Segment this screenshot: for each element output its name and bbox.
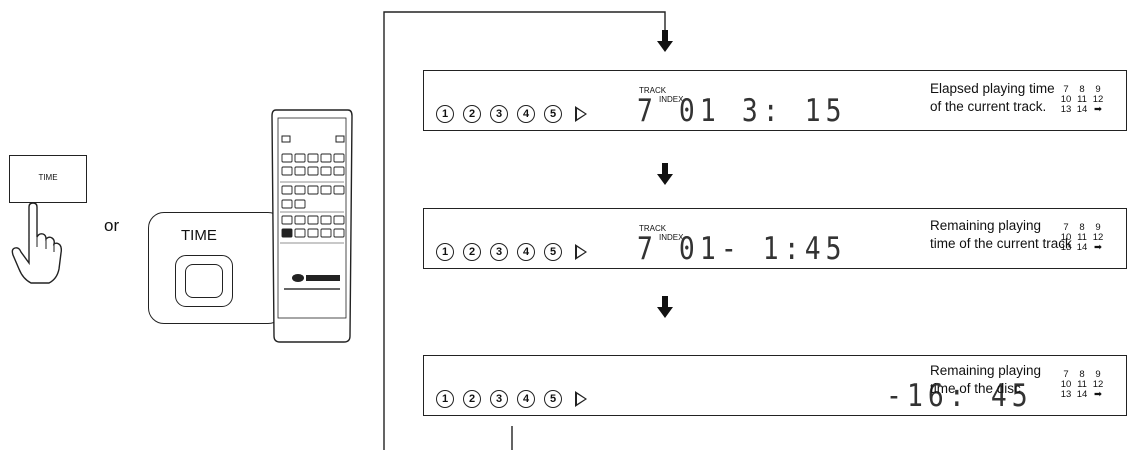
track-num: 13 (1060, 389, 1072, 400)
disc-5-indicator: 5 (544, 243, 562, 261)
track-num: 9 (1095, 369, 1101, 380)
description-line: Remaining playing (930, 363, 1042, 378)
next-arrow-icon: ➡ (1094, 104, 1102, 115)
down-arrow-icon (657, 30, 673, 52)
track-num: 14 (1076, 389, 1088, 400)
time-key[interactable]: TIME (9, 155, 87, 203)
description-track-remaining: Remaining playing time of the current tra… (930, 217, 1072, 253)
time-button-callout: TIME (148, 212, 284, 324)
time-readout: 7 01 3: 15 (637, 93, 847, 129)
description-line: of the current track. (930, 99, 1047, 114)
disc-2-indicator: 2 (463, 243, 481, 261)
disc-1-indicator: 1 (436, 390, 454, 408)
disc-1-indicator: 1 (436, 105, 454, 123)
time-readout: -16: 45 (886, 378, 1033, 414)
next-arrow-icon: ➡ (1094, 389, 1102, 400)
track-num: 11 (1077, 94, 1087, 105)
disc-4-indicator: 4 (517, 243, 535, 261)
disc-3-indicator: 3 (490, 105, 508, 123)
disc-3-indicator: 3 (490, 390, 508, 408)
description-elapsed: Elapsed playing time of the current track… (930, 80, 1055, 116)
time-key-label: TIME (38, 173, 58, 182)
disc-4-indicator: 4 (517, 105, 535, 123)
disc-4-indicator: 4 (517, 390, 535, 408)
play-icon (575, 391, 587, 407)
track-tag: TRACK (639, 224, 667, 233)
track-num: 14 (1076, 104, 1088, 115)
track-num: 8 (1079, 369, 1085, 380)
disc-1-indicator: 1 (436, 243, 454, 261)
track-num: 10 (1060, 232, 1072, 243)
track-num: 10 (1060, 94, 1072, 105)
track-num: 8 (1079, 84, 1085, 95)
description-line: Elapsed playing time (930, 81, 1055, 96)
or-label: or (104, 216, 120, 235)
track-num: 7 (1063, 369, 1069, 380)
track-num: 7 (1063, 222, 1069, 233)
time-button-label: TIME (181, 227, 217, 244)
disc-5-indicator: 5 (544, 105, 562, 123)
description-disc-remaining: Remaining playing time of the disc (930, 362, 1041, 398)
time-button[interactable] (175, 255, 233, 307)
track-num: 9 (1095, 222, 1101, 233)
track-num: 13 (1060, 104, 1072, 115)
track-num: 14 (1076, 242, 1088, 253)
next-arrow-icon: ➡ (1094, 242, 1102, 253)
remote-control-illustration (271, 109, 353, 343)
track-num: 13 (1060, 242, 1072, 253)
track-num: 11 (1077, 379, 1087, 390)
time-readout: 7 01- 1:45 (637, 231, 847, 267)
description-line: Remaining playing (930, 218, 1042, 233)
track-num: 11 (1077, 232, 1087, 243)
track-num: 7 (1063, 84, 1069, 95)
description-line: time of the disc (930, 381, 1021, 396)
index-tag: INDEX (659, 95, 684, 104)
play-icon (575, 244, 587, 260)
down-arrow-icon (657, 163, 673, 185)
disc-2-indicator: 2 (463, 390, 481, 408)
pointing-hand-icon (11, 203, 63, 284)
index-tag: INDEX (659, 233, 684, 242)
disc-5-indicator: 5 (544, 390, 562, 408)
description-line: time of the current track (930, 236, 1072, 251)
play-icon (575, 106, 587, 122)
track-num: 10 (1060, 379, 1072, 390)
track-num: 12 (1092, 232, 1104, 243)
disc-2-indicator: 2 (463, 105, 481, 123)
down-arrow-icon (657, 296, 673, 318)
track-tag: TRACK (639, 86, 667, 95)
track-num: 8 (1079, 222, 1085, 233)
track-num: 12 (1092, 94, 1104, 105)
track-num: 9 (1095, 84, 1101, 95)
disc-3-indicator: 3 (490, 243, 508, 261)
track-num: 12 (1092, 379, 1104, 390)
